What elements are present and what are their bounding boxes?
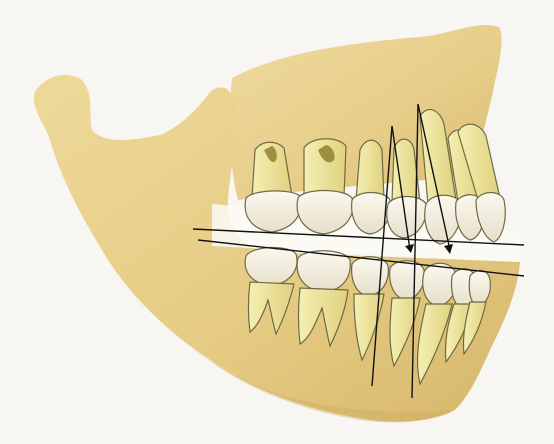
upper-molar-front [297,139,353,234]
